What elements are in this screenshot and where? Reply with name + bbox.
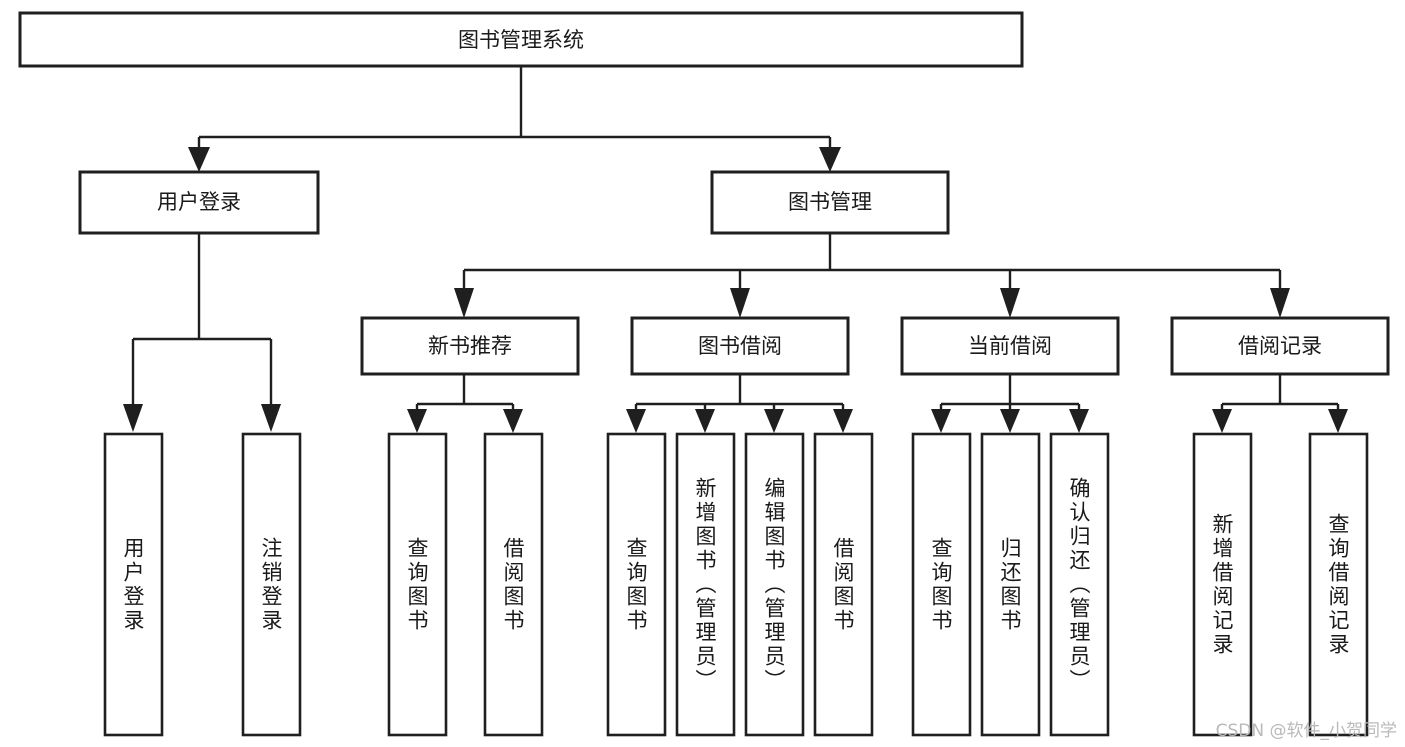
node-leaf-return-book-label: 归还图书 — [998, 537, 1022, 633]
arrowhead-leaf-add-record — [1212, 409, 1232, 433]
node-leaf-add-record-box[interactable] — [1192, 432, 1253, 737]
node-leaf-confirm-return[interactable]: 确认归还（管理员） — [1049, 432, 1110, 737]
node-leaf-confirm-return-label: 确认归还（管理员） — [1067, 477, 1091, 693]
node-root[interactable]: 图书管理系统 — [18, 11, 1024, 68]
arrowhead-book-manage — [819, 147, 841, 172]
node-leaf-borrow-book-2-box[interactable] — [813, 432, 874, 737]
arrowhead-user-login — [188, 147, 210, 172]
node-user-login-label: 用户登录 — [157, 190, 241, 214]
arrowhead-leaf-query-book-3 — [931, 409, 951, 433]
node-current-borrow-label: 当前借阅 — [968, 334, 1052, 358]
arrowhead-book-borrow — [730, 288, 750, 318]
node-leaf-query-book-2-box[interactable] — [606, 432, 667, 737]
arrowhead-current-borrow — [1000, 288, 1020, 318]
node-leaf-return-book-box[interactable] — [980, 432, 1041, 737]
arrowhead-leaf-borrow-book-2 — [833, 409, 853, 433]
arrowhead-leaf-borrow-book-1 — [503, 409, 523, 433]
node-leaf-borrow-book-1-box[interactable] — [483, 432, 544, 737]
node-leaf-borrow-book-1[interactable]: 借阅图书 — [483, 432, 544, 737]
node-new-book-rec[interactable]: 新书推荐 — [360, 316, 580, 376]
node-current-borrow-box[interactable] — [900, 316, 1120, 376]
node-book-borrow-box[interactable] — [630, 316, 850, 376]
arrowhead-leaf-edit-book — [764, 409, 784, 433]
node-leaf-query-book-3[interactable]: 查询图书 — [911, 432, 972, 737]
node-root-label: 图书管理系统 — [458, 28, 584, 52]
arrowhead-leaf-add-book — [695, 409, 715, 433]
node-leaf-user-login-label: 用户登录 — [121, 537, 145, 633]
node-book-manage[interactable]: 图书管理 — [710, 170, 950, 235]
node-leaf-add-book-label: 新增图书（管理员） — [693, 477, 717, 693]
node-book-manage-label: 图书管理 — [788, 190, 872, 214]
node-current-borrow[interactable]: 当前借阅 — [900, 316, 1120, 376]
node-leaf-query-record[interactable]: 查询借阅记录 — [1308, 432, 1369, 737]
arrowhead-leaf-query-record — [1328, 409, 1348, 433]
node-leaf-query-record-label: 查询借阅记录 — [1326, 513, 1350, 657]
node-leaf-confirm-return-box[interactable] — [1049, 432, 1110, 737]
node-user-login-box[interactable] — [78, 170, 320, 235]
node-leaf-logout-label: 注销登录 — [259, 537, 283, 633]
node-leaf-query-book-1-label: 查询图书 — [405, 537, 429, 633]
arrowhead-leaf-logout — [261, 404, 281, 432]
node-leaf-query-book-3-box[interactable] — [911, 432, 972, 737]
node-leaf-edit-book[interactable]: 编辑图书（管理员） — [744, 432, 805, 737]
node-leaf-query-book-2[interactable]: 查询图书 — [606, 432, 667, 737]
arrowhead-borrow-record — [1270, 288, 1290, 318]
node-leaf-query-book-1[interactable]: 查询图书 — [387, 432, 448, 737]
node-leaf-add-book-box[interactable] — [675, 432, 736, 737]
node-leaf-edit-book-box[interactable] — [744, 432, 805, 737]
node-leaf-query-book-2-label: 查询图书 — [624, 537, 648, 633]
node-leaf-query-book-3-label: 查询图书 — [929, 537, 953, 633]
node-leaf-user-login-box[interactable] — [103, 432, 164, 737]
node-leaf-user-login[interactable]: 用户登录 — [103, 432, 164, 737]
node-leaf-logout-box[interactable] — [241, 432, 302, 737]
node-book-borrow[interactable]: 图书借阅 — [630, 316, 850, 376]
node-borrow-record-label: 借阅记录 — [1238, 334, 1322, 358]
connector-layer — [123, 66, 1348, 433]
node-leaf-borrow-book-2-label: 借阅图书 — [831, 537, 855, 633]
node-borrow-record-box[interactable] — [1170, 316, 1390, 376]
arrowhead-leaf-query-book-1 — [407, 409, 427, 433]
node-leaf-edit-book-label: 编辑图书（管理员） — [762, 477, 786, 693]
node-root-box[interactable] — [18, 11, 1024, 68]
node-leaf-borrow-book-2[interactable]: 借阅图书 — [813, 432, 874, 737]
arrowhead-leaf-return-book — [1000, 409, 1020, 433]
arrowhead-leaf-query-book-2 — [626, 409, 646, 433]
node-borrow-record[interactable]: 借阅记录 — [1170, 316, 1390, 376]
node-new-book-rec-box[interactable] — [360, 316, 580, 376]
node-leaf-borrow-book-1-label: 借阅图书 — [501, 537, 525, 633]
node-leaf-add-record-label: 新增借阅记录 — [1210, 513, 1234, 657]
node-book-manage-box[interactable] — [710, 170, 950, 235]
node-leaf-add-record[interactable]: 新增借阅记录 — [1192, 432, 1253, 737]
node-leaf-return-book[interactable]: 归还图书 — [980, 432, 1041, 737]
node-book-borrow-label: 图书借阅 — [698, 334, 782, 358]
node-user-login[interactable]: 用户登录 — [78, 170, 320, 235]
node-new-book-rec-label: 新书推荐 — [428, 334, 512, 358]
node-leaf-logout[interactable]: 注销登录 — [241, 432, 302, 737]
arrowhead-leaf-confirm-return — [1069, 409, 1089, 433]
node-leaf-query-book-1-box[interactable] — [387, 432, 448, 737]
node-leaf-add-book[interactable]: 新增图书（管理员） — [675, 432, 736, 737]
arrowhead-new-book-rec — [454, 288, 474, 318]
arrowhead-leaf-user-login — [123, 404, 143, 432]
node-leaf-query-record-box[interactable] — [1308, 432, 1369, 737]
